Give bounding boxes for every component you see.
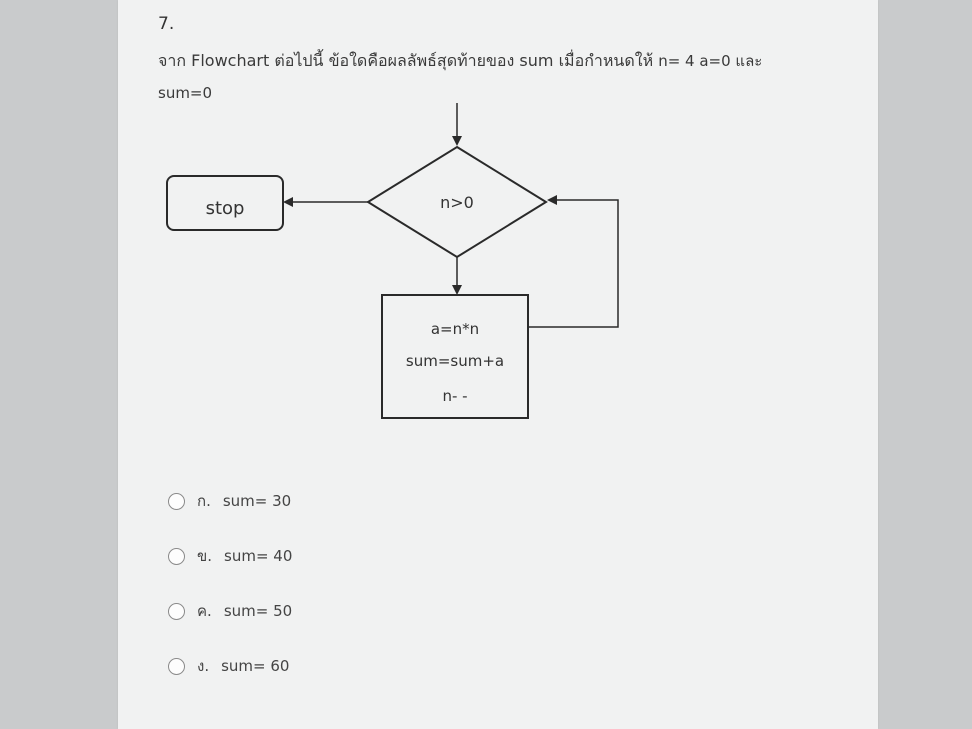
stop-terminal xyxy=(166,175,284,231)
option-a[interactable]: ก. sum= 30 xyxy=(168,489,291,513)
decision-label: n>0 xyxy=(440,193,474,212)
option-a-text: sum= 30 xyxy=(222,492,292,510)
option-d[interactable]: ง. sum= 60 xyxy=(168,654,289,678)
radio-option-b[interactable] xyxy=(168,547,185,565)
option-a-label: ก. xyxy=(197,492,211,510)
option-c[interactable]: ค. sum= 50 xyxy=(168,599,292,623)
option-c-text: sum= 50 xyxy=(223,602,293,620)
question-prompt: จาก Flowchart ต่อไปนี้ ข้อใดคือผลลัพธ์สุ… xyxy=(158,51,654,70)
process-line-2: sum=sum+a xyxy=(406,352,504,370)
option-c-label: ค. xyxy=(197,602,212,620)
loop-back-arrow xyxy=(528,195,619,328)
question-text: จาก Flowchart ต่อไปนี้ ข้อใดคือผลลัพธ์สุ… xyxy=(158,45,858,109)
option-b-text: sum= 40 xyxy=(224,547,293,565)
radio-option-a[interactable] xyxy=(168,492,185,510)
question-condition-cont: sum=0 xyxy=(158,84,213,102)
option-d-text: sum= 60 xyxy=(221,657,290,675)
option-d-label: ง. xyxy=(197,657,210,675)
question-condition: n= 4 a=0 และ xyxy=(658,52,763,70)
process-line-1: a=n*n xyxy=(431,320,479,338)
question-number: 7. xyxy=(158,14,175,34)
process-box xyxy=(381,294,529,419)
process-line-3: n- - xyxy=(442,387,467,405)
option-b-label: ข. xyxy=(197,547,213,565)
radio-option-c[interactable] xyxy=(168,602,185,620)
stop-label: stop xyxy=(206,198,245,219)
radio-option-d[interactable] xyxy=(168,657,185,675)
option-b[interactable]: ข. sum= 40 xyxy=(168,544,292,568)
